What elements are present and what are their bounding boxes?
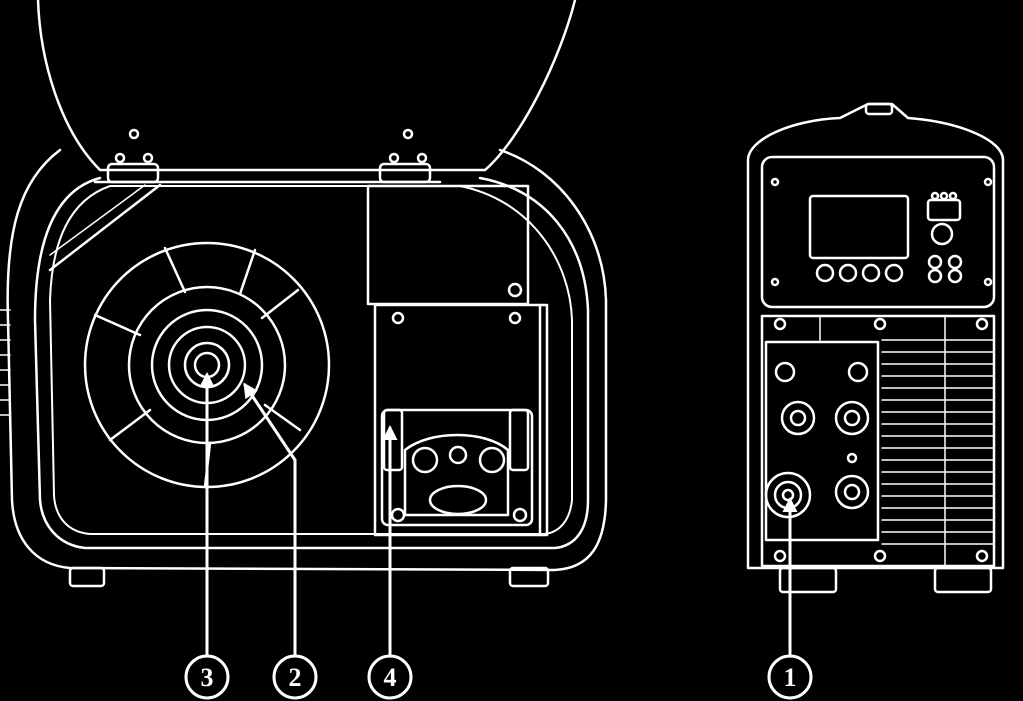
- front-view-machine: [746, 102, 1005, 594]
- callout-4: 4: [367, 654, 413, 700]
- callout-2: 2: [272, 654, 318, 700]
- callout-3-label: 3: [201, 663, 214, 692]
- lid-hinge-right: [378, 128, 432, 184]
- open-lid: [36, 0, 577, 172]
- output-socket-positive: [834, 400, 870, 436]
- front-torch-connector: [764, 471, 812, 519]
- output-socket-negative: [780, 400, 816, 436]
- display-screen: [808, 194, 910, 260]
- control-knob-cluster: [926, 191, 963, 284]
- leader-line-2-diag: [243, 382, 297, 462]
- foot-right: [508, 566, 550, 588]
- handle-top: [864, 102, 894, 116]
- lid-hinge-left: [106, 128, 160, 184]
- callout-3: 3: [184, 654, 230, 700]
- connector-plate: [764, 340, 880, 542]
- front-foot-right: [933, 566, 993, 594]
- control-panel: [760, 155, 996, 309]
- callout-4-label: 4: [384, 663, 397, 692]
- front-housing: [746, 102, 1005, 570]
- front-foot-left: [778, 566, 838, 594]
- callout-1: 1: [767, 654, 813, 700]
- electronics-cover: [366, 184, 530, 306]
- cabinet-inner-frame: [33, 176, 590, 550]
- feed-compartment: [373, 303, 549, 537]
- foot-left: [68, 566, 106, 588]
- panel-buttons: [815, 263, 904, 283]
- front-vent-grille: [819, 315, 995, 567]
- side-vent: [0, 309, 11, 416]
- side-view-machine: [0, 0, 608, 588]
- callout-2-label: 2: [289, 663, 302, 692]
- wire-feed-unit: [380, 408, 534, 527]
- lower-panel: [760, 314, 996, 568]
- callout-1-label: 1: [784, 663, 797, 692]
- cabinet-body: [6, 148, 608, 572]
